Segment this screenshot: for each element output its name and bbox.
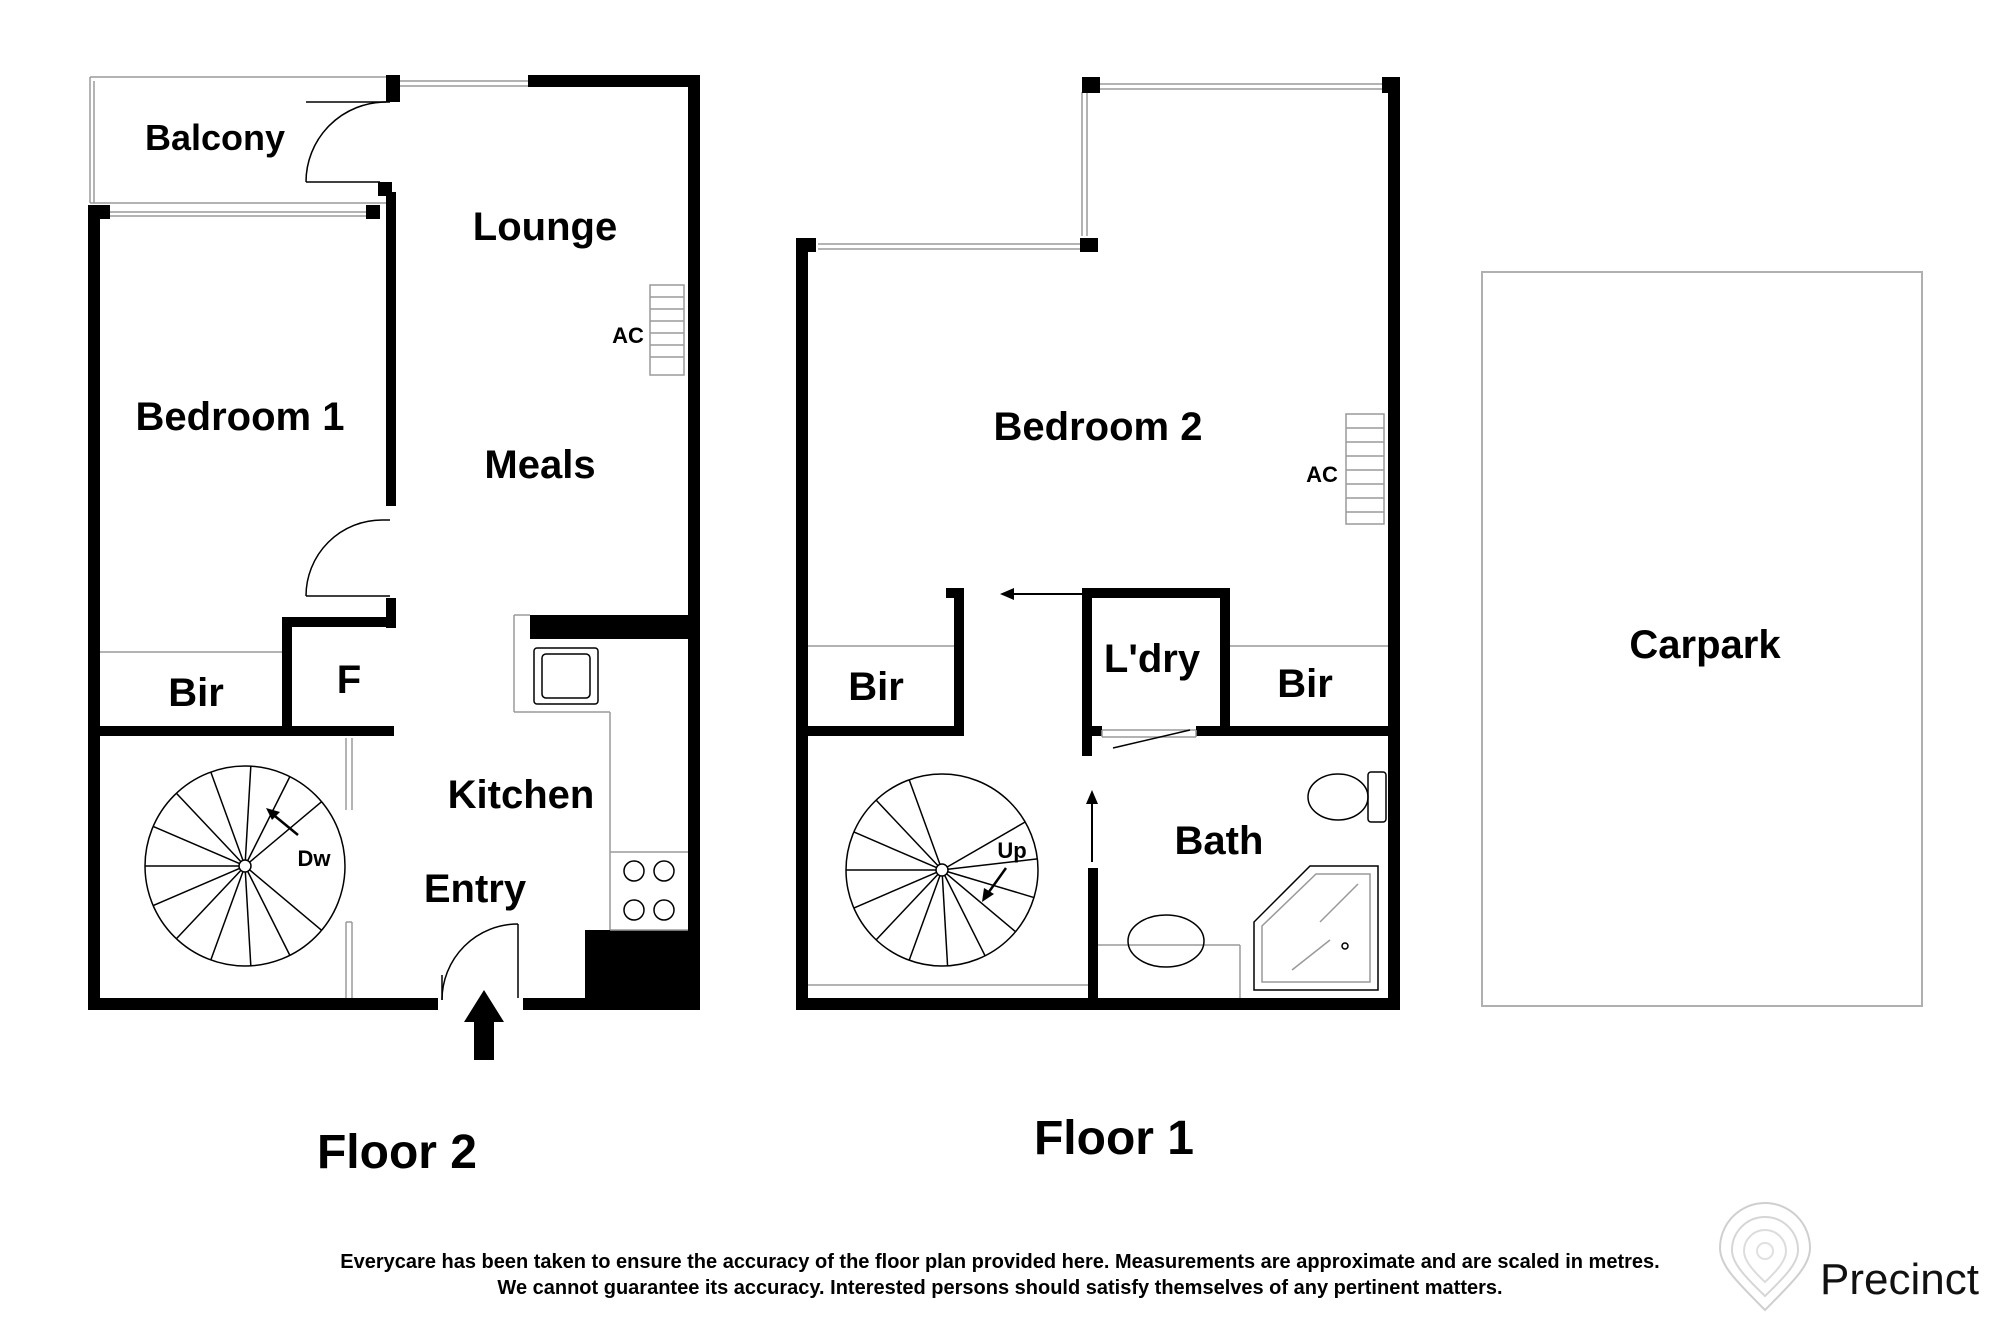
disclaimer-line-1: Everycare has been taken to ensure the a…: [340, 1251, 1659, 1273]
stairs-down-label: Dw: [298, 846, 332, 871]
floor-1-plan: [796, 77, 1400, 1010]
disclaimer-line-2: We cannot guarantee its accuracy. Intere…: [497, 1277, 1502, 1299]
stair-tread: [875, 799, 939, 867]
balcony-outline: [89, 76, 390, 217]
brand-name: Precinct: [1820, 1255, 1979, 1304]
stair-tread: [908, 875, 941, 961]
stair-tread: [249, 801, 323, 863]
stair-tread: [244, 871, 252, 966]
stairs-up-label: Up: [997, 838, 1026, 863]
stair-tread: [247, 871, 291, 956]
ac-unit-icon: [649, 284, 685, 376]
stair-tread: [247, 776, 291, 861]
floor-1-walls: [796, 77, 1400, 1010]
stair-tread: [175, 869, 242, 940]
balcony-label: Balcony: [145, 117, 285, 158]
basin-icon: [1127, 914, 1205, 968]
entry-label: Entry: [424, 867, 527, 911]
bedroom-2-label: Bedroom 2: [994, 405, 1203, 449]
stair-tread: [941, 875, 949, 966]
bir-label-floor-2: Bir: [168, 671, 224, 715]
stair-tread: [947, 858, 1038, 871]
floor-2-title: Floor 2: [317, 1126, 477, 1179]
sink-icon: [533, 647, 599, 705]
lounge-label: Lounge: [473, 205, 617, 249]
bath-label: Bath: [1175, 819, 1264, 863]
fridge-label: F: [337, 658, 361, 702]
floor-2-walls: [88, 75, 700, 1010]
carpark-plan: [1481, 271, 1923, 1007]
stair-tread: [944, 875, 986, 957]
spiral-stair-icon: [845, 773, 1039, 967]
bedroom-1-label: Bedroom 1: [136, 395, 345, 439]
shower-icon: [1253, 865, 1379, 991]
stairs-down-arrow-icon: [266, 808, 299, 836]
floor-2-plan: [88, 75, 700, 1060]
entry-arrow-icon: [464, 990, 504, 1060]
cooktop-icon: [623, 860, 675, 921]
stair-tread: [210, 771, 244, 861]
stair-tread: [946, 821, 1026, 868]
kitchen-label: Kitchen: [448, 773, 595, 817]
entry-door: [441, 923, 519, 1001]
precinct-logo-icon: [1718, 1202, 1812, 1312]
stairs-up-arrow-icon: [982, 867, 1008, 902]
stair-tread: [244, 766, 252, 861]
stair-tread: [853, 871, 937, 909]
bir-left-label-floor-1: Bir: [848, 665, 904, 709]
stair-tread: [947, 871, 1035, 899]
bedroom-1-door: [305, 519, 390, 597]
laundry-label: L'dry: [1104, 637, 1201, 681]
toilet-icon: [1307, 771, 1387, 823]
door-arrow-icon: [1000, 588, 1098, 862]
floor-1-title: Floor 1: [1034, 1112, 1194, 1165]
carpark-label: Carpark: [1629, 623, 1781, 667]
stair-tread: [152, 867, 240, 907]
floor-1-windows: [818, 83, 1382, 250]
ac-label-floor-1: AC: [1306, 462, 1338, 487]
ac-unit-icon: [1345, 413, 1385, 525]
bir-right-label-floor-1: Bir: [1277, 662, 1333, 706]
floor-1-fixture-lines: [808, 645, 1388, 998]
stair-tread: [946, 873, 1017, 933]
floor-2-fixture-lines: [100, 614, 688, 998]
stair-tread: [908, 779, 941, 865]
stair-tread: [875, 873, 939, 941]
stair-tread: [152, 825, 240, 865]
lounge-window: [400, 80, 528, 87]
stair-tread: [249, 869, 323, 931]
stair-tread: [853, 831, 937, 869]
balcony-door: [305, 101, 390, 183]
spiral-stair-icon: [144, 765, 346, 967]
stair-tread: [175, 792, 242, 863]
ac-label-floor-2: AC: [612, 323, 644, 348]
meals-label: Meals: [484, 443, 595, 487]
stair-tread: [210, 871, 244, 961]
